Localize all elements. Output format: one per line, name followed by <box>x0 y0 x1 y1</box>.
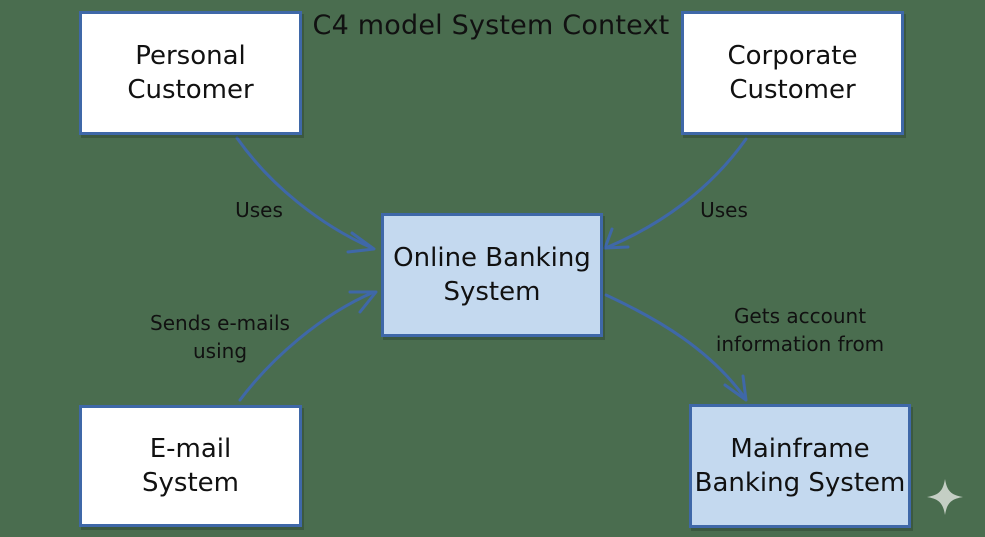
edge-online-to-mainframe-arrowhead <box>723 374 748 402</box>
edge-email-to-online <box>238 290 376 402</box>
diagram-title: C4 model System Context <box>312 10 670 41</box>
edge-label-gets-account-info: Gets account information from <box>715 304 885 356</box>
edge-corporate-to-online-arrowhead <box>603 227 630 250</box>
edge-online-to-mainframe <box>604 293 747 400</box>
online-banking-system-label: Online Banking System <box>393 243 591 307</box>
edge-personal-to-online-arrowhead <box>346 231 376 254</box>
edge-label-personal-uses: Uses <box>235 198 283 222</box>
edge-email-to-online-arrowhead <box>348 290 378 314</box>
email-system-label: E-mail System <box>142 434 239 498</box>
email-system-node: E-mail System <box>79 405 302 527</box>
edge-personal-to-online <box>235 136 374 250</box>
mainframe-banking-system-node: Mainframe Banking System <box>689 404 911 528</box>
personal-customer-label: Personal Customer <box>127 41 254 105</box>
edge-corporate-to-online <box>606 137 748 249</box>
corporate-customer-label: Corporate Customer <box>727 41 858 105</box>
personal-customer-node: Personal Customer <box>79 11 302 135</box>
sparkle-icon <box>927 479 963 515</box>
edge-label-email-sends: Sends e-mails using <box>150 311 290 363</box>
mainframe-banking-system-label: Mainframe Banking System <box>694 434 906 498</box>
edge-label-corporate-uses: Uses <box>700 198 748 222</box>
corporate-customer-node: Corporate Customer <box>681 11 904 135</box>
online-banking-system-node: Online Banking System <box>381 213 603 337</box>
